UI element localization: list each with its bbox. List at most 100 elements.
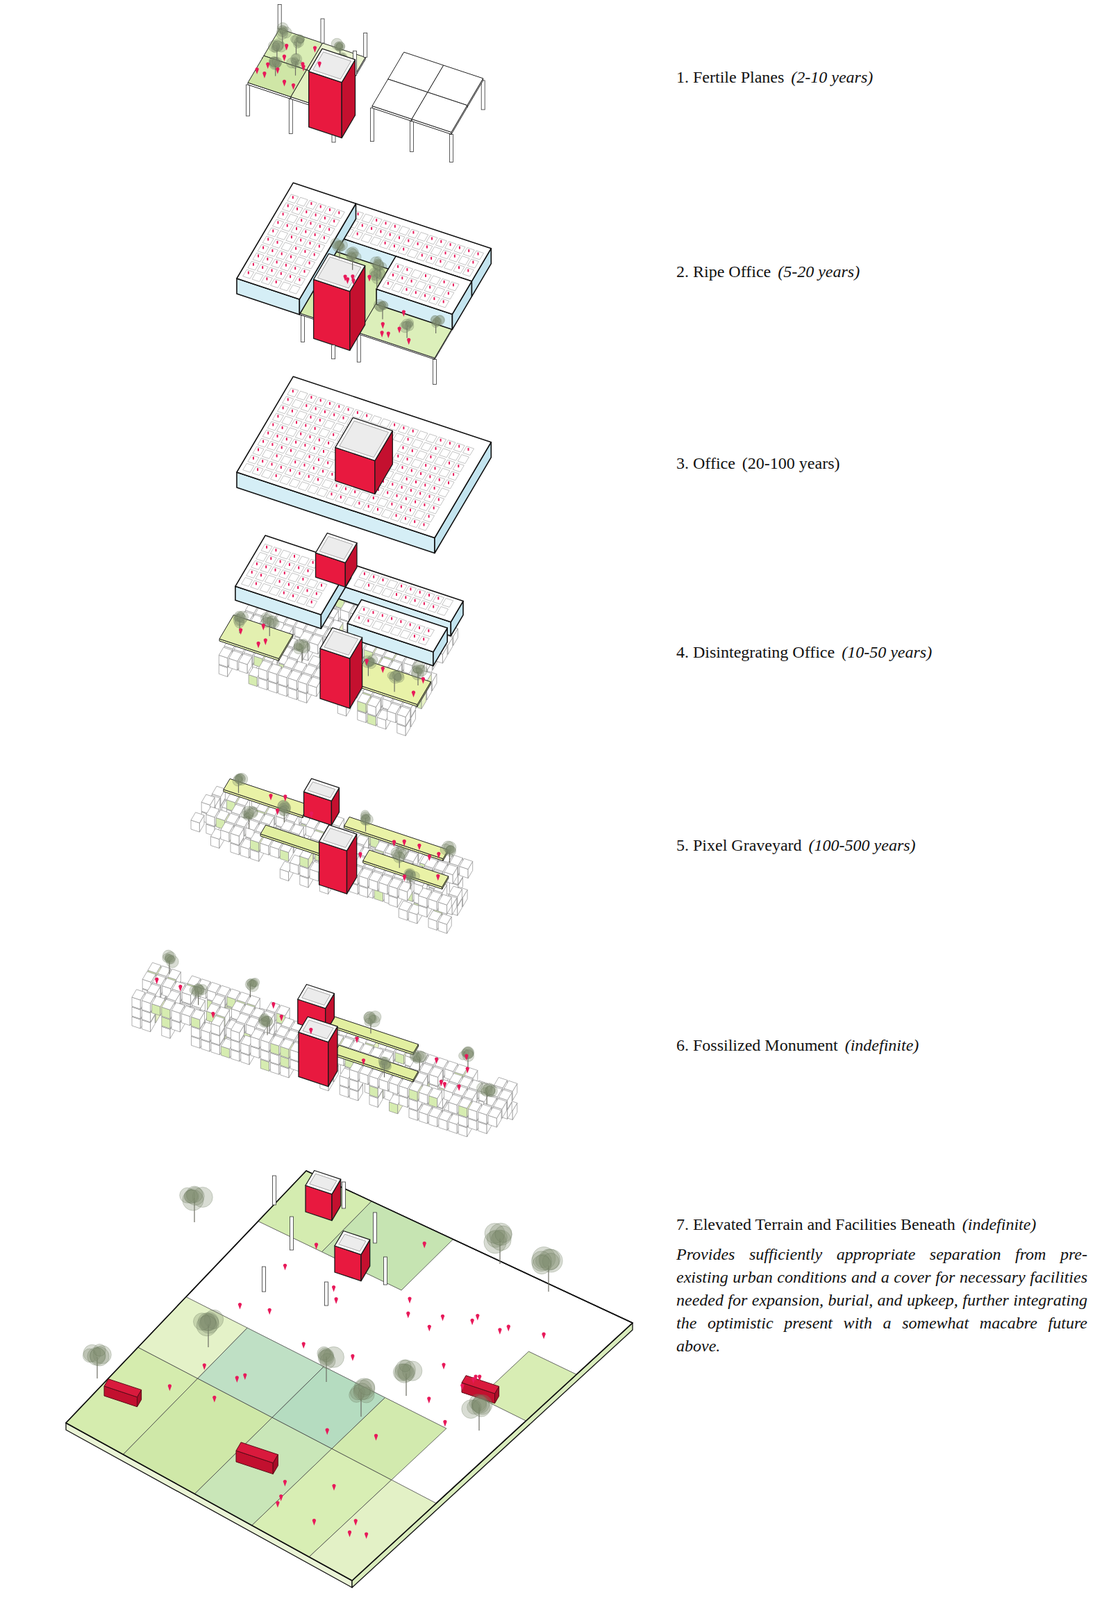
worker-marker — [324, 410, 326, 414]
cubicle-outline — [297, 576, 309, 586]
cubicle-outline — [318, 428, 330, 438]
person-marker — [282, 79, 287, 87]
worker-marker — [302, 577, 304, 581]
cubicle-outline — [286, 234, 298, 244]
office-slab-top — [236, 376, 491, 538]
tree-canopy — [376, 303, 385, 312]
cubicle-outline — [275, 270, 287, 280]
cubicle-outline — [386, 579, 398, 589]
worker-marker — [433, 297, 435, 300]
office-slab-top — [376, 256, 472, 315]
cubicle-outline — [322, 459, 334, 469]
worker-marker — [324, 216, 326, 220]
worker-marker — [395, 513, 398, 517]
worker-marker — [327, 441, 330, 445]
cubicle-outline — [275, 463, 287, 473]
worker-marker — [429, 455, 432, 459]
cubicle-outline — [433, 287, 446, 297]
cubicle-outline — [421, 243, 433, 253]
cubicle-outline — [406, 447, 419, 457]
worker-marker — [281, 445, 283, 449]
worker-marker — [423, 503, 425, 507]
person-marker — [381, 666, 385, 674]
worker-marker — [428, 593, 430, 597]
worker-marker — [277, 414, 279, 418]
cubicle-outline — [281, 436, 293, 446]
cubicle-outline — [331, 482, 343, 492]
worker-marker — [363, 608, 365, 612]
cubicle-block-top — [261, 813, 275, 825]
person-marker — [406, 338, 411, 346]
worker-marker — [271, 443, 273, 446]
cubicle-outline — [390, 512, 403, 522]
worker-marker — [443, 299, 445, 303]
cubicle-outline — [281, 242, 293, 252]
cubicle-outline — [445, 241, 457, 251]
person-marker — [238, 627, 243, 635]
worker-marker — [331, 472, 333, 476]
cubicle-outline — [415, 281, 427, 291]
cubicle-outline — [395, 618, 407, 628]
cubicle-outline — [270, 472, 282, 482]
cubicle-outline — [266, 247, 278, 257]
person-marker — [421, 677, 425, 684]
cubicle-outline — [389, 222, 401, 232]
worker-marker — [252, 263, 255, 266]
worker-marker — [372, 575, 375, 579]
worker-marker — [287, 397, 289, 401]
worker-marker — [315, 213, 317, 217]
cubicle-outline — [293, 470, 305, 480]
worker-marker — [375, 218, 378, 222]
cubicle-outline — [444, 261, 456, 271]
cubicle-outline — [417, 232, 429, 242]
cubicle-outline — [418, 521, 430, 531]
cubicle-outline — [411, 269, 423, 279]
person-marker — [284, 43, 289, 51]
cubicle-block-top — [397, 706, 411, 717]
cubicle-outline — [413, 510, 425, 520]
cubicle-outline — [283, 561, 296, 571]
worker-marker — [294, 460, 296, 464]
cubicle-outline — [271, 452, 283, 462]
cubicle-outline — [457, 454, 469, 464]
cubicle-outline — [377, 612, 389, 622]
worker-marker — [424, 463, 427, 467]
cubicle-outline — [353, 614, 365, 624]
tree-canopy — [370, 256, 381, 268]
person-marker — [345, 277, 350, 284]
worker-marker — [432, 605, 434, 609]
worker-marker — [287, 204, 289, 207]
worker-marker — [283, 591, 285, 595]
cubicle-outline — [303, 473, 315, 483]
worker-marker — [393, 423, 396, 427]
cubicle-outline — [304, 259, 316, 269]
cubicle-outline — [443, 479, 455, 489]
worker-marker — [322, 449, 325, 453]
worker-marker — [277, 220, 279, 224]
tree-canopy — [389, 670, 403, 684]
person-marker — [291, 83, 296, 91]
cubicle-outline — [396, 483, 408, 494]
cubicle-outline — [401, 286, 413, 296]
worker-marker — [313, 466, 315, 470]
cubicle-outline — [352, 409, 364, 419]
worker-marker — [409, 623, 412, 627]
worker-marker — [419, 590, 421, 594]
worker-marker — [267, 238, 269, 241]
worker-marker — [336, 483, 338, 487]
cubicle-outline — [406, 249, 419, 259]
cubicle-outline — [362, 617, 374, 628]
cubicle-outline — [287, 194, 299, 204]
worker-marker — [289, 274, 291, 278]
worker-marker — [368, 583, 370, 587]
worker-marker — [433, 506, 435, 509]
cubicle-outline — [354, 579, 366, 589]
red-volume-opening — [324, 631, 359, 656]
cubicle-outline — [399, 594, 412, 604]
worker-marker — [290, 449, 292, 453]
cubicle-outline — [424, 493, 436, 503]
worker-marker — [458, 265, 460, 269]
worker-marker — [317, 478, 319, 482]
worker-marker — [401, 276, 403, 280]
worker-marker — [414, 500, 416, 504]
